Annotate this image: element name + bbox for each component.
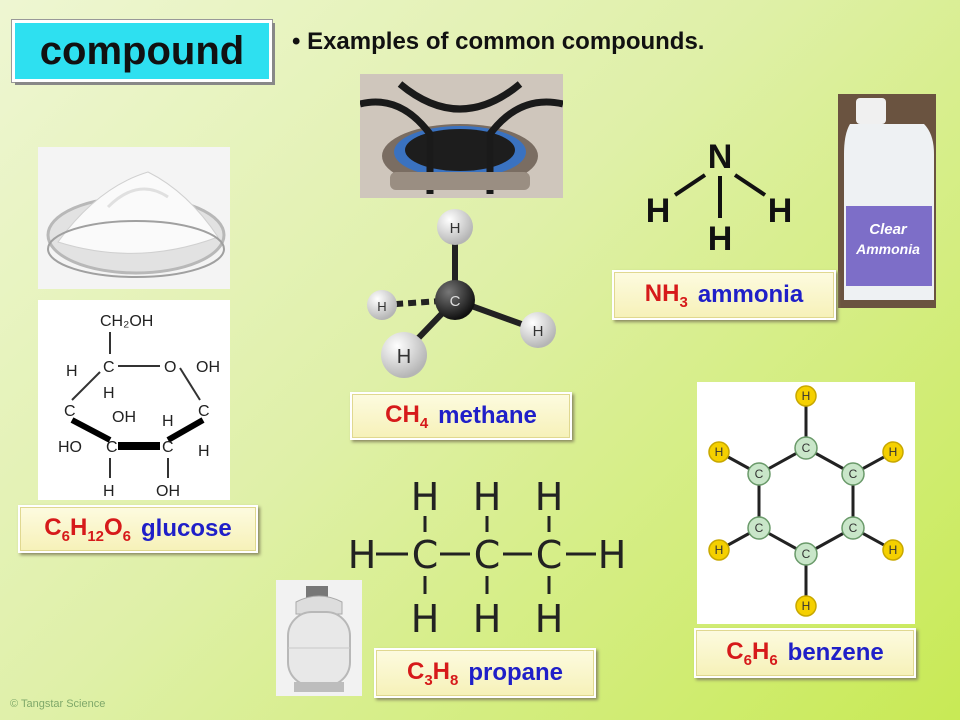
propane-label: C3H8 propane bbox=[374, 648, 596, 698]
methane-h-front: H bbox=[397, 346, 411, 368]
methane-h-left: H bbox=[377, 299, 386, 314]
propane-tank-photo bbox=[276, 580, 362, 696]
ammonia-label: NH3 ammonia bbox=[612, 270, 836, 320]
propane-h-left: H bbox=[348, 533, 377, 577]
propane-h-b2: H bbox=[473, 597, 502, 641]
bottle-line2: Ammonia bbox=[855, 241, 920, 257]
benzene-h3: H bbox=[889, 543, 898, 557]
glucose-ho: HO bbox=[58, 439, 82, 456]
glucose-c4: C bbox=[64, 403, 76, 420]
glucose-h2: H bbox=[103, 385, 115, 402]
benzene-structure: C C C C C C H H H H H H bbox=[697, 382, 915, 624]
glucose-h3: H bbox=[162, 413, 174, 430]
benzene-c3: C bbox=[849, 521, 858, 535]
propane-c3: C bbox=[536, 533, 563, 577]
ammonia-structure: N H H H bbox=[646, 138, 793, 258]
ammonia-h-left: H bbox=[646, 192, 671, 230]
ammonia-formula: NH3 bbox=[644, 279, 688, 311]
bottle-line1: Clear bbox=[869, 221, 908, 238]
methane-model: H H H H C bbox=[367, 209, 556, 378]
glucose-powder-photo bbox=[38, 147, 230, 289]
propane-h-t1: H bbox=[411, 475, 440, 519]
glucose-ring-o: O bbox=[164, 359, 176, 376]
glucose-c3: C bbox=[106, 439, 118, 456]
benzene-h5: H bbox=[715, 543, 724, 557]
benzene-c4: C bbox=[802, 547, 811, 561]
glucose-name: glucose bbox=[141, 515, 232, 542]
page-title: compound bbox=[39, 28, 245, 73]
propane-c2: C bbox=[474, 533, 501, 577]
benzene-c5: C bbox=[755, 521, 764, 535]
glucose-h4: H bbox=[198, 443, 210, 460]
glucose-h5: H bbox=[103, 483, 115, 500]
benzene-name: benzene bbox=[787, 639, 884, 666]
ammonia-bottle-photo: Clear Ammonia bbox=[838, 94, 936, 308]
propane-formula: C3H8 bbox=[406, 657, 459, 689]
ammonia-h-right: H bbox=[768, 192, 793, 230]
propane-h-t3: H bbox=[535, 475, 564, 519]
propane-h-b1: H bbox=[411, 597, 440, 641]
glucose-oh1: OH bbox=[196, 359, 220, 376]
glucose-c1: C bbox=[198, 403, 210, 420]
benzene-c2: C bbox=[849, 467, 858, 481]
methane-c: C bbox=[450, 293, 461, 310]
methane-h-top-label: H bbox=[450, 220, 461, 237]
propane-h-t2: H bbox=[473, 475, 502, 519]
benzene-h2: H bbox=[889, 445, 898, 459]
propane-structure: H H H H C C C H H H H bbox=[348, 475, 627, 641]
glucose-oh3: OH bbox=[156, 483, 180, 500]
bullet-heading: • Examples of common compounds. bbox=[292, 28, 705, 55]
methane-h-right: H bbox=[533, 323, 544, 340]
title-box: compound bbox=[12, 20, 272, 82]
benzene-h6: H bbox=[715, 445, 724, 459]
gas-burner-photo bbox=[360, 74, 563, 198]
benzene-formula: C6H6 bbox=[726, 637, 778, 669]
methane-label: CH4 methane bbox=[350, 392, 572, 440]
propane-name: propane bbox=[468, 659, 564, 686]
propane-c1: C bbox=[412, 533, 439, 577]
glucose-label: C6H12O6 glucose bbox=[18, 505, 258, 553]
ammonia-name: ammonia bbox=[697, 281, 804, 308]
bullet-text: Examples of common compounds. bbox=[307, 28, 705, 55]
methane-name: methane bbox=[438, 402, 537, 429]
propane-h-right: H bbox=[598, 533, 627, 577]
glucose-ch2oh: CH₂OH bbox=[100, 313, 153, 330]
copyright-credit: © Tangstar Science bbox=[10, 698, 106, 710]
benzene-label: C6H6 benzene bbox=[694, 628, 916, 678]
glucose-c2: C bbox=[162, 439, 174, 456]
benzene-c1: C bbox=[802, 441, 811, 455]
methane-h-top bbox=[437, 209, 473, 245]
glucose-h1: H bbox=[66, 363, 78, 380]
propane-h-b3: H bbox=[535, 597, 564, 641]
ammonia-n: N bbox=[708, 138, 733, 176]
glucose-structure: CH₂OH C O OH H H C C OH H HO C C H H OH bbox=[38, 300, 230, 500]
methane-formula: CH4 bbox=[385, 400, 429, 432]
benzene-h4: H bbox=[802, 599, 811, 613]
ammonia-h-bottom: H bbox=[708, 220, 733, 258]
benzene-h1: H bbox=[802, 389, 811, 403]
benzene-c6: C bbox=[755, 467, 764, 481]
glucose-formula: C6H12O6 bbox=[44, 513, 132, 545]
glucose-oh2: OH bbox=[112, 409, 136, 426]
glucose-c5: C bbox=[103, 359, 115, 376]
